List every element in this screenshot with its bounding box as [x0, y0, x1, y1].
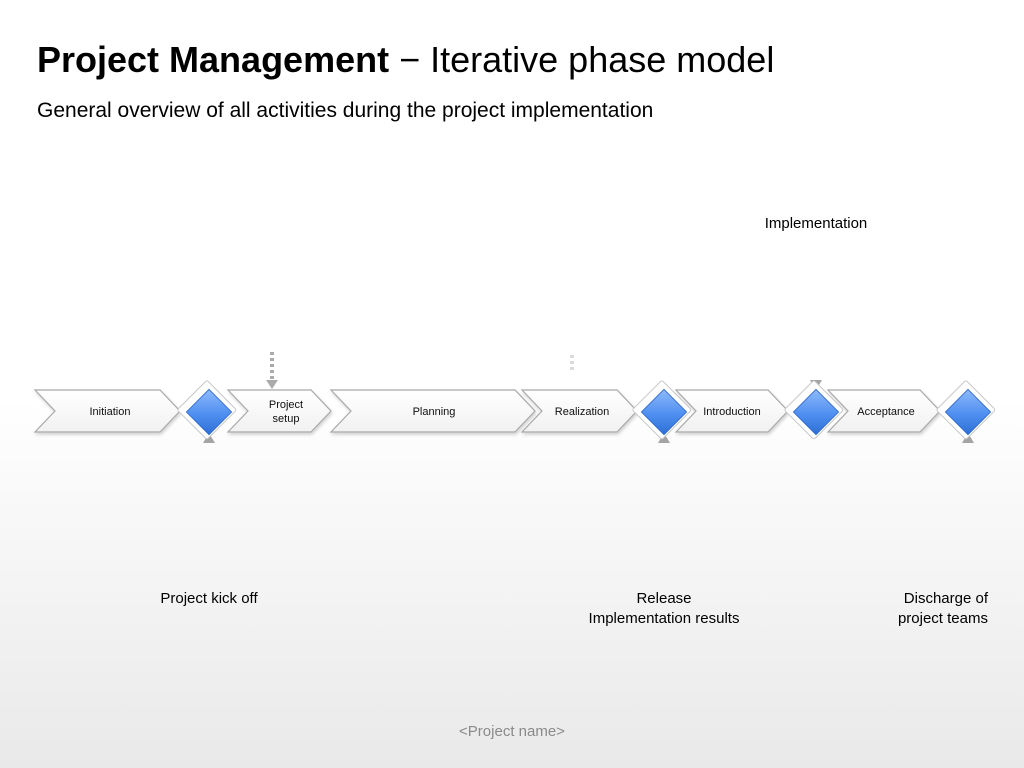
- implementation-connector: [810, 240, 822, 390]
- loop-arrow-icon: [266, 352, 574, 389]
- diamond-icon: [177, 380, 237, 440]
- phase-initiation-label: Initiation: [90, 406, 131, 418]
- phase-acceptance: Acceptance: [826, 389, 941, 433]
- milestone-kickoff-label: Project kick off: [160, 590, 258, 607]
- title-separator: −: [389, 39, 431, 80]
- kickoff-connector: [203, 433, 215, 585]
- phase-project-setup: Project setup: [226, 389, 332, 433]
- phase-planning-label: Planning: [413, 406, 456, 418]
- phase-introduction: Introduction: [674, 389, 789, 433]
- page-title: Project Management − Iterative phase mod…: [37, 38, 774, 81]
- project-name-footer: <Project name>: [459, 723, 565, 740]
- phase-realization-label: Realization: [555, 406, 609, 418]
- phase-introduction-label: Introduction: [703, 406, 760, 418]
- discharge-connector: [962, 433, 974, 585]
- diamond-icon: [936, 380, 996, 440]
- phase-initiation: Initiation: [33, 389, 181, 433]
- release-connector: [658, 433, 670, 585]
- diamond-icon: [784, 380, 844, 440]
- page-subtitle: General overview of all activities durin…: [37, 99, 654, 122]
- title-rest: Iterative phase model: [430, 39, 775, 80]
- title-bold: Project Management: [37, 39, 390, 80]
- phase-project-setup-label-2: setup: [273, 413, 300, 425]
- phase-acceptance-label: Acceptance: [857, 406, 914, 418]
- phase-project-setup-label-1: Project: [269, 399, 303, 411]
- milestone-implementation-label: Implementation: [764, 215, 868, 232]
- milestone-discharge-label: Discharge of project teams: [897, 590, 988, 627]
- phase-planning: Planning: [329, 389, 536, 433]
- diamond-icon: [632, 380, 692, 440]
- phase-realization: Realization: [520, 389, 638, 433]
- milestone-release-label: Release Implementation results: [588, 590, 740, 627]
